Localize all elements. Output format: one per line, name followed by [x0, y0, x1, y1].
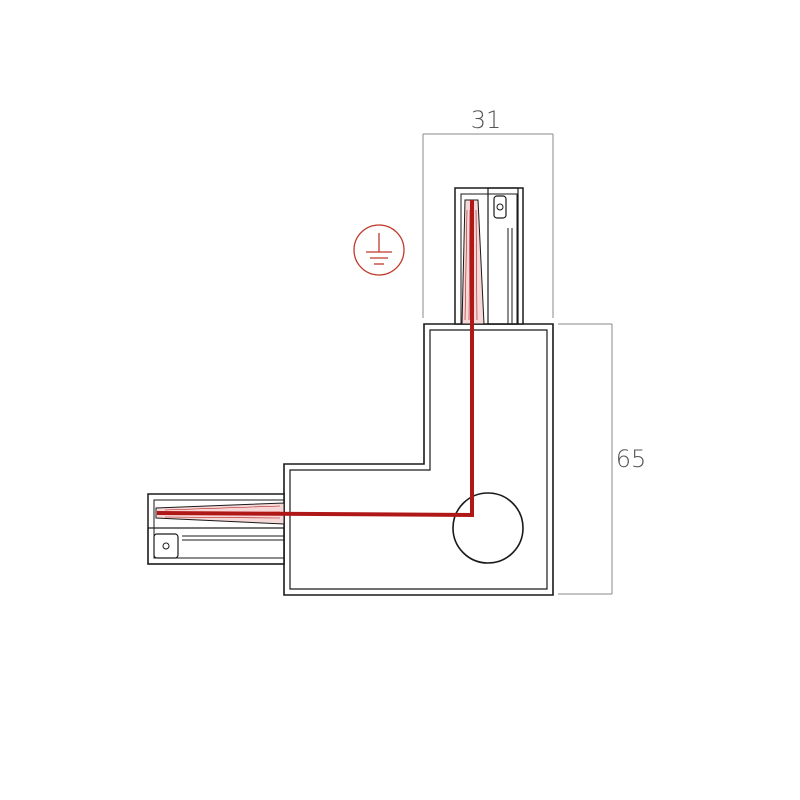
width-dimension-label: 31 [471, 106, 502, 134]
width-dimension [422, 133, 554, 318]
ground-wire [156, 200, 474, 518]
height-dimension [558, 323, 613, 595]
top-plug [454, 187, 524, 325]
body-hole [452, 492, 524, 564]
left-plug [147, 493, 285, 565]
height-dimension-label: 65 [616, 445, 647, 473]
ground-icon [353, 224, 405, 276]
connector-body [283, 323, 554, 596]
